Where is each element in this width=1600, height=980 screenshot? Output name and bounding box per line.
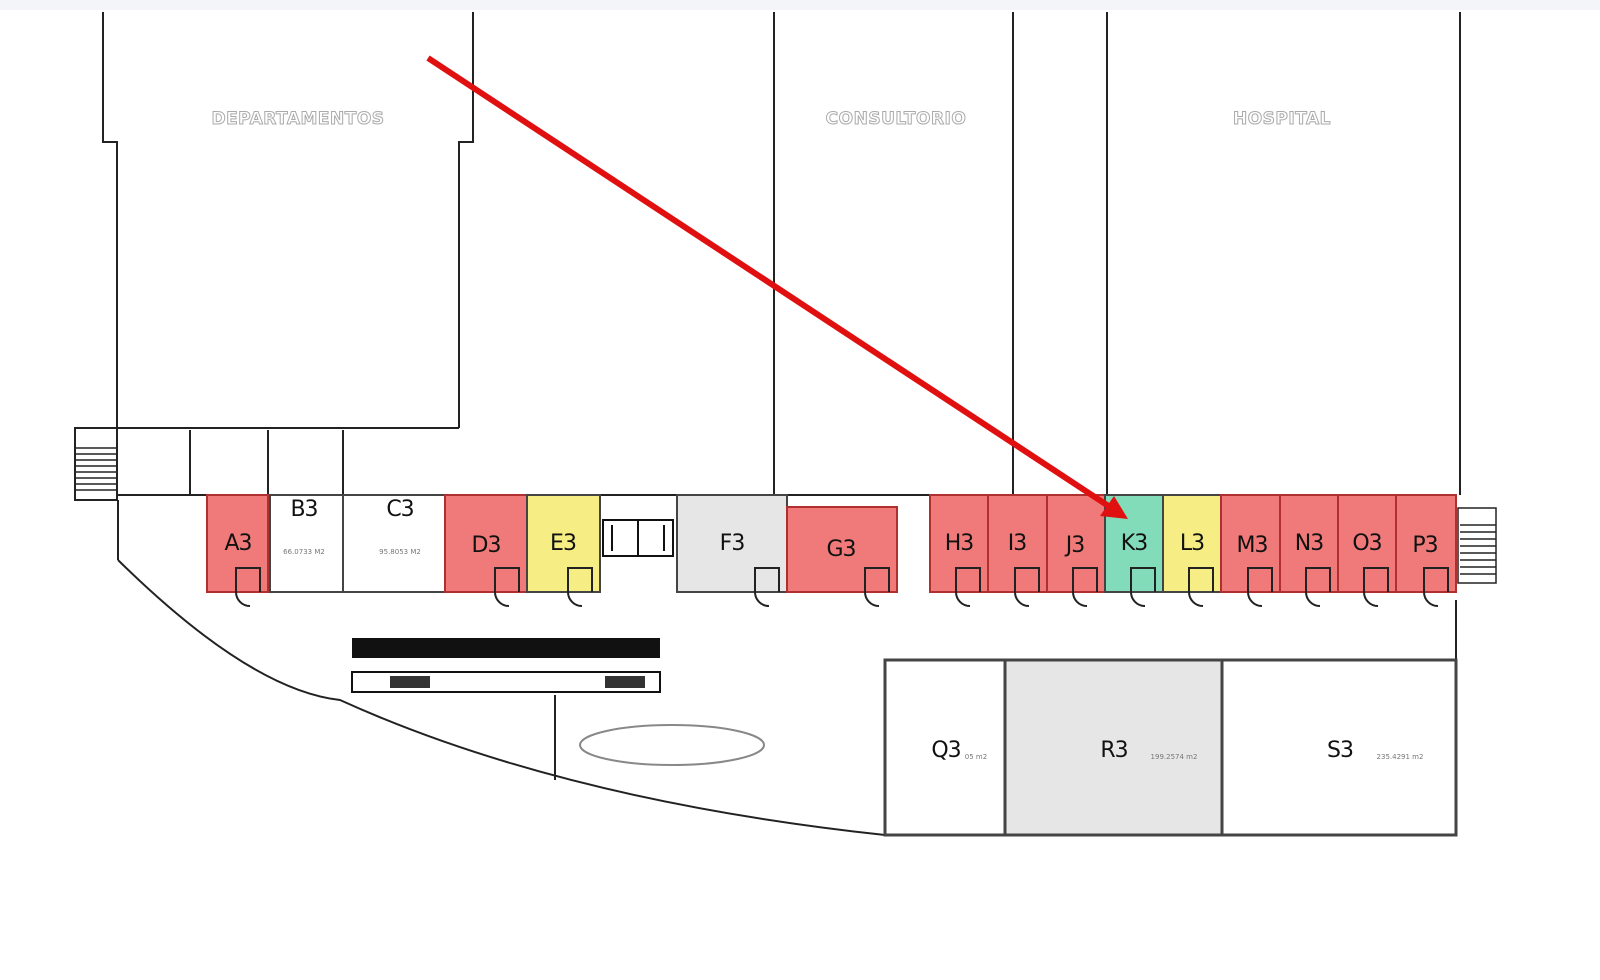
unit-label: O3 (1352, 531, 1381, 556)
elevators (602, 519, 674, 557)
unit-label: C3 (386, 497, 413, 522)
door-icon (1423, 567, 1449, 607)
unit-shape[interactable] (676, 494, 788, 593)
unit-b3[interactable]: B3 66.0733 M2 (269, 494, 344, 593)
unit-l3[interactable]: L3 (1162, 494, 1222, 607)
pointer-arrow (426, 55, 1128, 519)
unit-label: N3 (1295, 531, 1323, 556)
unit-area: 95.8053 M2 (379, 548, 421, 556)
unit-q3[interactable]: Q3 05 m2 (883, 658, 1007, 837)
unit-shape[interactable] (987, 494, 1048, 593)
unit-label: S3 (1327, 738, 1353, 763)
unit-label: K3 (1121, 531, 1147, 556)
unit-a3[interactable]: A3 (206, 494, 269, 607)
unit-j3[interactable]: J3 (1046, 494, 1106, 607)
door-icon (1014, 567, 1040, 607)
stair-left (76, 447, 116, 491)
unit-i3[interactable]: I3 (987, 494, 1048, 607)
unit-label: Q3 (931, 738, 960, 763)
building-labels: DEPARTAMENTOS CONSULTORIO HOSPITAL (211, 109, 1331, 130)
door-icon (1072, 567, 1098, 607)
building-label-departamentos: DEPARTAMENTOS (211, 109, 384, 129)
unit-shape[interactable] (1220, 658, 1458, 837)
top-bar (0, 0, 1600, 10)
unit-label: D3 (472, 533, 501, 558)
unit-shape[interactable] (1003, 658, 1224, 837)
unit-h3[interactable]: H3 (929, 494, 989, 607)
unit-e3[interactable]: E3 (526, 494, 601, 607)
door-icon (864, 567, 890, 607)
unit-f3[interactable]: F3 (676, 494, 788, 607)
unit-label: I3 (1008, 531, 1027, 556)
unit-shape[interactable] (526, 494, 601, 593)
unit-label: M3 (1237, 533, 1268, 558)
door-icon (1188, 567, 1214, 607)
unit-label: A3 (224, 531, 251, 556)
unit-label: E3 (550, 531, 576, 556)
unit-label: H3 (945, 531, 974, 556)
unit-label: B3 (290, 497, 317, 522)
unit-label: G3 (826, 537, 855, 562)
unit-shape[interactable] (444, 494, 528, 593)
building-label-hospital: HOSPITAL (1233, 109, 1331, 129)
unit-area: 66.0733 M2 (283, 548, 325, 556)
unit-shape[interactable] (1395, 494, 1457, 593)
unit-label: R3 (1100, 738, 1127, 763)
door-icon (235, 567, 261, 607)
units-layer: A3 B3 66.0733 M2 C3 95.8053 M2 D3 E3 F3 G3 H3 I3 J3… (206, 494, 1458, 837)
unit-m3[interactable]: M3 (1220, 494, 1281, 607)
unit-area: 199.2574 m2 (1151, 753, 1198, 761)
door-icon (1247, 567, 1273, 607)
unit-shape[interactable] (786, 506, 898, 593)
door-icon (1363, 567, 1389, 607)
unit-shape[interactable] (929, 494, 989, 593)
unit-p3[interactable]: P3 (1395, 494, 1457, 607)
unit-s3[interactable]: S3 235.4291 m2 (1220, 658, 1458, 837)
unit-shape[interactable] (1046, 494, 1106, 593)
unit-o3[interactable]: O3 (1337, 494, 1397, 607)
door-icon (955, 567, 981, 607)
door-icon (494, 567, 520, 607)
unit-label: L3 (1180, 531, 1204, 556)
unit-n3[interactable]: N3 (1279, 494, 1339, 607)
door-icon (1305, 567, 1331, 607)
fountain (579, 724, 765, 766)
unit-shape[interactable] (269, 494, 344, 593)
unit-area: 05 m2 (965, 753, 987, 761)
unit-label: P3 (1412, 533, 1437, 558)
unit-shape[interactable] (206, 494, 269, 593)
stair-right (1457, 507, 1497, 584)
unit-d3[interactable]: D3 (444, 494, 528, 607)
door-icon (567, 567, 593, 607)
unit-area: 235.4291 m2 (1377, 753, 1424, 761)
door-icon (754, 567, 780, 607)
unit-g3[interactable]: G3 (786, 506, 898, 607)
unit-label: J3 (1064, 533, 1085, 558)
building-label-consultorio: CONSULTORIO (826, 109, 967, 129)
door-icon (1130, 567, 1156, 607)
escalators (351, 638, 661, 693)
unit-shape[interactable] (342, 494, 446, 593)
unit-c3[interactable]: C3 95.8053 M2 (342, 494, 446, 593)
unit-label: F3 (720, 531, 745, 556)
unit-r3[interactable]: R3 199.2574 m2 (1003, 658, 1224, 837)
